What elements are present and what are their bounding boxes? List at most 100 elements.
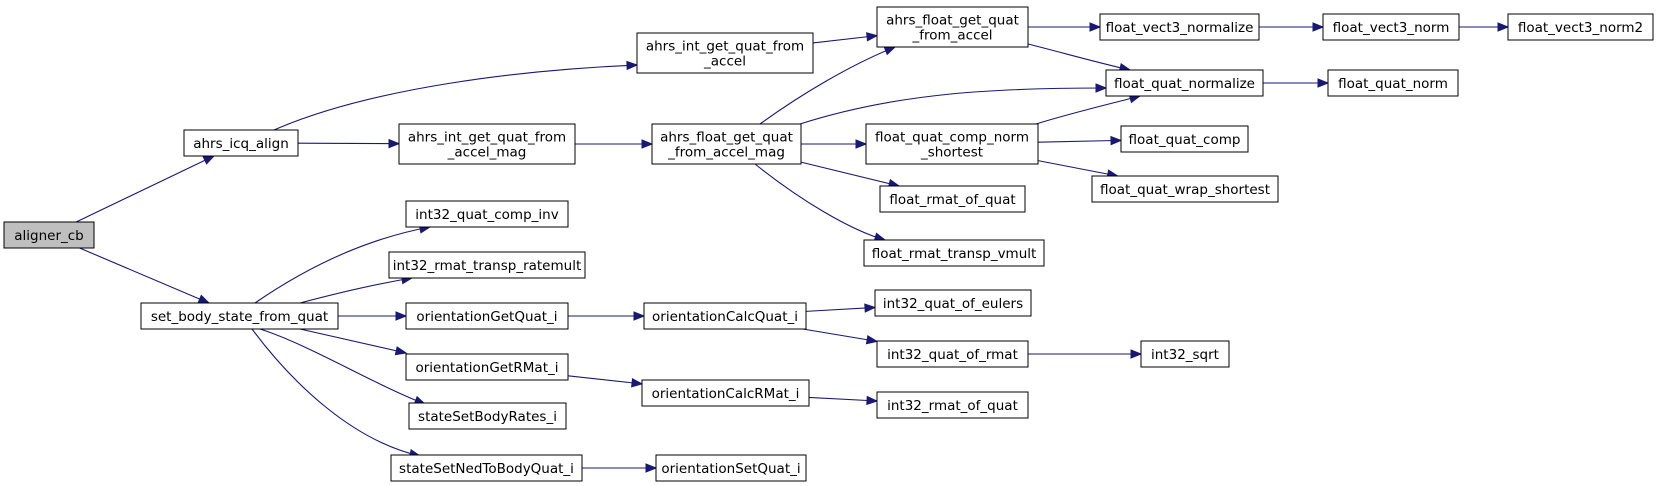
edge-set_body_state_from_quat-to-stateSetNedToBodyQuat_i [251, 328, 422, 459]
node-set_body_state_from_quat[interactable]: set_body_state_from_quat [140, 302, 339, 330]
edge-line [79, 247, 210, 304]
node-box [1120, 125, 1249, 153]
edge-line [251, 328, 421, 457]
node-label: float_quat_comp [1129, 132, 1241, 148]
node-label: _shortest [920, 145, 983, 161]
arrowhead-icon [631, 378, 644, 388]
edge-ahrs_int_get_quat_from_accel-to-ahrs_float_get_quat_from_accel [812, 32, 879, 44]
node-label: float_vect3_normalize [1106, 20, 1254, 36]
node-label: ahrs_int_get_quat_from [646, 39, 804, 55]
node-label: float_quat_comp_norm [875, 130, 1029, 146]
arrowhead-icon [1317, 78, 1330, 88]
node-ahrs_float_get_quat_from_accel[interactable]: ahrs_float_get_quat_from_accel [876, 6, 1029, 48]
node-int32_sqrt[interactable]: int32_sqrt [1140, 340, 1230, 368]
node-label: orientationSetQuat_i [661, 461, 800, 477]
node-box [408, 402, 567, 430]
node-box [636, 32, 814, 74]
node-float_quat_norm[interactable]: float_quat_norm [1327, 69, 1459, 97]
node-int32_quat_of_rmat[interactable]: int32_quat_of_rmat [876, 340, 1029, 368]
node-box [863, 239, 1045, 267]
node-int32_rmat_of_quat[interactable]: int32_rmat_of_quat [876, 391, 1029, 419]
node-label: int32_quat_of_rmat [887, 347, 1018, 363]
node-orientationSetQuat_i[interactable]: orientationSetQuat_i [655, 454, 807, 482]
node-box [1322, 13, 1460, 41]
arrowhead-icon [866, 395, 879, 406]
edge-set_body_state_from_quat-to-orientationGetRMat_i [299, 328, 408, 356]
edge-line [805, 306, 876, 312]
node-box [183, 129, 299, 157]
edge-float_quat_comp_norm_shortest-to-float_quat_normalize [1035, 94, 1142, 125]
node-box [1091, 175, 1279, 203]
node-orientationGetRMat_i[interactable]: orientationGetRMat_i [405, 353, 569, 381]
node-box [405, 200, 569, 228]
edge-line [754, 163, 886, 241]
arrowhead-icon [1130, 349, 1143, 359]
edge-line [75, 155, 215, 223]
edge-ahrs_float_get_quat_from_accel-to-float_vect3_normalize [1028, 22, 1102, 32]
node-label: orientationGetRMat_i [415, 360, 558, 376]
node-int32_quat_comp_inv[interactable]: int32_quat_comp_inv [405, 200, 569, 228]
node-orientationCalcRMat_i[interactable]: orientationCalcRMat_i [641, 379, 810, 407]
node-float_quat_wrap_shortest[interactable]: float_quat_wrap_shortest [1091, 175, 1279, 203]
node-float_vect3_norm2[interactable]: float_vect3_norm2 [1507, 13, 1654, 41]
node-label: orientationCalcRMat_i [652, 386, 800, 402]
arrowhead-icon [1497, 22, 1510, 32]
arrowhead-icon [394, 346, 408, 356]
edge-orientationCalcQuat_i-to-int32_quat_of_eulers [805, 303, 877, 313]
node-label: _from_accel [911, 28, 992, 44]
node-label: _accel_mag [447, 145, 527, 161]
node-label: aligner_cb [14, 228, 84, 244]
node-ahrs_int_get_quat_from_accel_mag[interactable]: ahrs_int_get_quat_from_accel_mag [398, 123, 576, 165]
edge-line [1035, 95, 1141, 125]
node-orientationCalcQuat_i[interactable]: orientationCalcQuat_i [643, 302, 807, 330]
edge-set_body_state_from_quat-to-int32_rmat_transp_ratemult [299, 275, 414, 304]
arrowhead-icon [388, 138, 401, 149]
node-box [651, 123, 802, 165]
edge-int32_quat_of_rmat-to-int32_sqrt [1028, 349, 1143, 359]
node-orientationGetQuat_i[interactable]: orientationGetQuat_i [405, 302, 569, 330]
edge-ahrs_float_get_quat_from_accel-to-float_quat_normalize [1027, 43, 1132, 73]
node-label: int32_rmat_of_quat [887, 398, 1018, 414]
edge-ahrs_float_get_quat_from_accel_mag-to-float_quat_comp_norm_shortest [801, 139, 868, 149]
node-float_quat_comp[interactable]: float_quat_comp [1120, 125, 1249, 153]
arrowhead-icon [633, 311, 646, 321]
edge-line [299, 328, 407, 354]
node-label: set_body_state_from_quat [151, 309, 328, 325]
arrowhead-icon [395, 311, 408, 321]
node-float_quat_normalize[interactable]: float_quat_normalize [1105, 69, 1264, 97]
edge-line [1037, 160, 1118, 177]
node-float_rmat_of_quat[interactable]: float_rmat_of_quat [879, 185, 1026, 213]
node-int32_quat_of_eulers[interactable]: int32_quat_of_eulers [874, 289, 1032, 317]
node-stateSetNedToBodyQuat_i[interactable]: stateSetNedToBodyQuat_i [390, 454, 583, 482]
node-ahrs_icq_align[interactable]: ahrs_icq_align [183, 129, 299, 157]
edge-line [802, 328, 878, 342]
node-label: float_rmat_transp_vmult [872, 246, 1037, 262]
node-int32_rmat_transp_ratemult[interactable]: int32_rmat_transp_ratemult [388, 251, 586, 279]
node-label: ahrs_icq_align [193, 136, 289, 152]
node-label: ahrs_float_get_quat [660, 130, 793, 146]
node-box [3, 221, 95, 249]
node-box [1507, 13, 1654, 41]
node-ahrs_int_get_quat_from_accel[interactable]: ahrs_int_get_quat_from_accel [636, 32, 814, 74]
edge-line [1027, 43, 1131, 71]
node-label: _accel [703, 54, 746, 70]
node-ahrs_float_get_quat_from_accel_mag[interactable]: ahrs_float_get_quat_from_accel_mag [651, 123, 802, 165]
arrowhead-icon [641, 139, 654, 149]
edge-stateSetNedToBodyQuat_i-to-orientationSetQuat_i [582, 463, 658, 473]
edge-float_quat_comp_norm_shortest-to-float_quat_wrap_shortest [1037, 160, 1120, 179]
edge-aligner_cb-to-set_body_state_from_quat [79, 247, 211, 304]
edge-line [567, 375, 643, 385]
node-float_vect3_norm[interactable]: float_vect3_norm [1322, 13, 1460, 41]
node-float_quat_comp_norm_shortest[interactable]: float_quat_comp_norm_shortest [865, 123, 1039, 165]
node-float_rmat_transp_vmult[interactable]: float_rmat_transp_vmult [863, 239, 1045, 267]
node-stateSetBodyRates_i[interactable]: stateSetBodyRates_i [408, 402, 567, 430]
arrowhead-icon [1110, 135, 1123, 146]
node-label: ahrs_float_get_quat [886, 13, 1019, 29]
node-float_vect3_normalize[interactable]: float_vect3_normalize [1099, 13, 1260, 41]
edge-orientationGetQuat_i-to-orientationCalcQuat_i [568, 311, 646, 321]
arrowhead-icon [1089, 22, 1102, 32]
arrowhead-icon [866, 32, 879, 42]
edge-line [812, 35, 878, 44]
node-box [1327, 69, 1459, 97]
